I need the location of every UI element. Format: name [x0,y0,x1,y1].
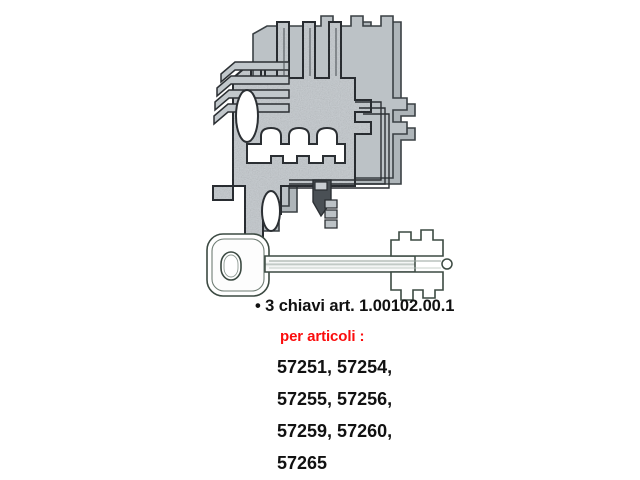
key-illustration-svg [206,15,453,301]
key-bow-hole-upper [235,89,259,143]
bit-key-shaft [264,255,416,273]
article-numbers-line: 57251, 57254, [277,357,393,377]
key-bow-hole-lower [261,190,281,232]
bit-key-ward-upper [390,229,444,257]
stacked-key-right-edges [289,101,390,189]
stacked-key-step-edges [213,61,290,126]
article-numbers-line: 57265 [277,453,328,473]
key-lower-step-edges [324,199,338,229]
article-numbers-line: 57259, 57260, [277,421,393,441]
bit-key-tip-nub [441,258,453,270]
stacked-key-layer-1 [212,21,390,239]
stacked-keys-group [212,15,416,239]
bit-key-group [206,229,453,301]
bit-key-bow-hole-inner [223,254,239,278]
key-prong-shading [283,28,337,76]
per-articoli-label: per articoli : [280,328,365,345]
key-illustration [185,4,465,304]
article-numbers-line: 57255, 57256, [277,389,393,409]
bit-key-ward-lower [390,271,444,301]
key-ward-cutout [246,126,346,164]
product-title: • 3 chiavi art. 1.00102.00.1 [255,297,455,315]
